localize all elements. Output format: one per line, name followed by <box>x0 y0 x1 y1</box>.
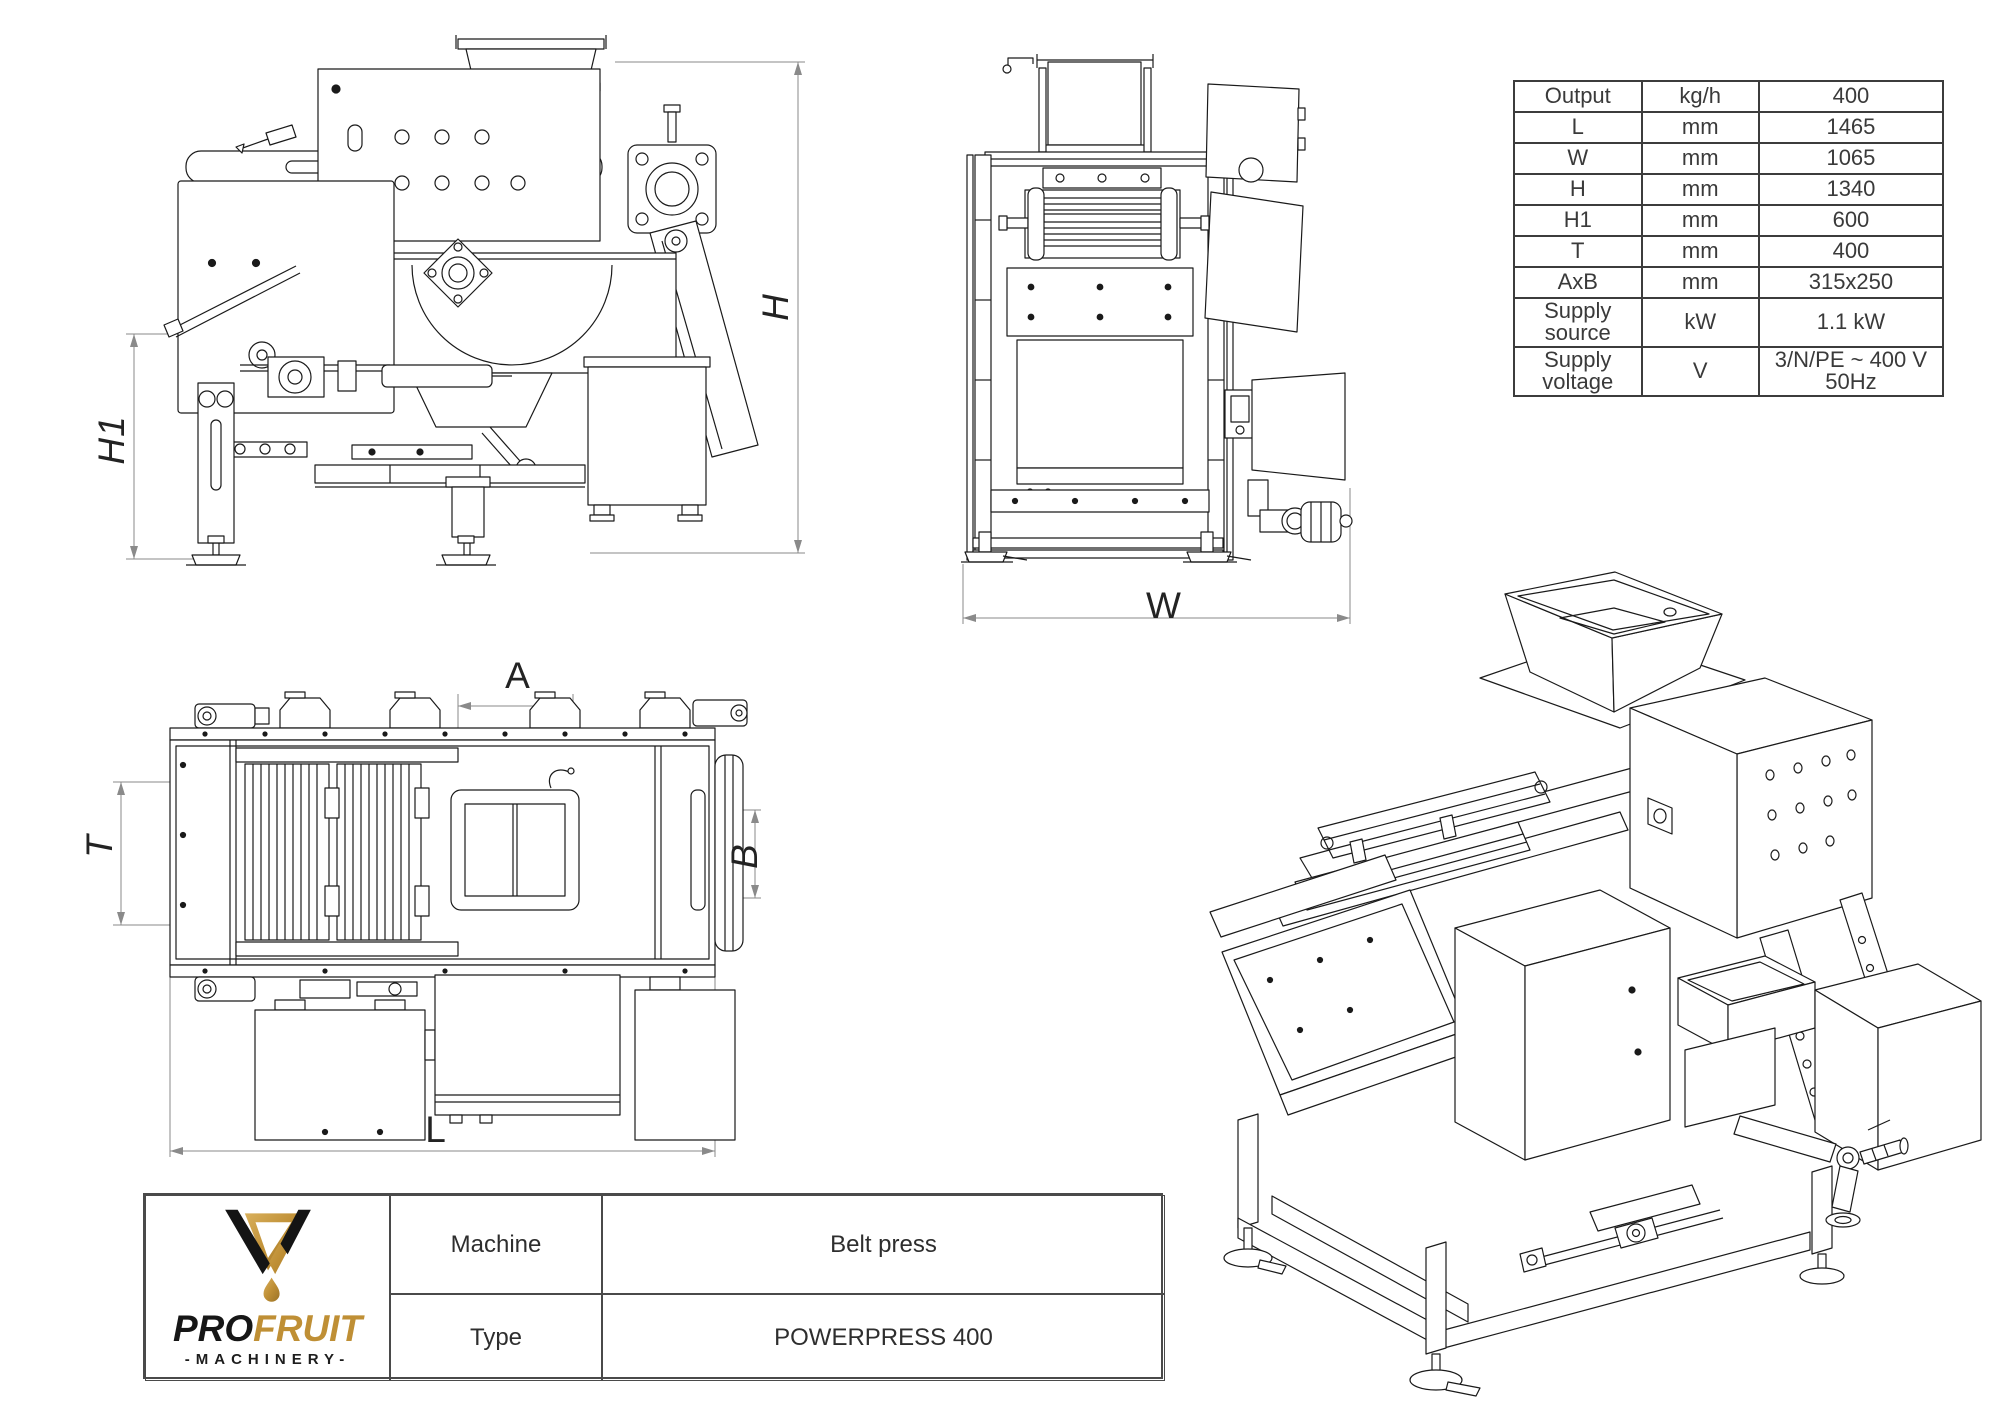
spec-param: Supply voltage <box>1513 345 1643 397</box>
dim-label-l: L <box>425 1109 447 1150</box>
spec-value: 1.1 kW <box>1757 297 1945 348</box>
type-value: POWERPRESS 400 <box>602 1294 1165 1381</box>
brand-machinery: -MACHINERY- <box>184 1351 351 1368</box>
dim-label-h1: H1 <box>91 415 132 465</box>
spec-param: Supply source <box>1513 297 1643 348</box>
spec-param: Output <box>1513 80 1643 113</box>
spec-unit: kg/h <box>1640 80 1760 113</box>
profruit-logo-icon <box>224 1209 311 1302</box>
dim-label-a: A <box>505 655 531 696</box>
spec-unit: V <box>1640 345 1760 397</box>
spec-param: H <box>1513 173 1643 206</box>
spec-unit: mm <box>1640 235 1760 268</box>
spec-unit: mm <box>1640 173 1760 206</box>
machine-value: Belt press <box>602 1195 1165 1294</box>
brand-logo: PROFRUIT -MACHINERY- <box>145 1195 390 1381</box>
isometric-view-drawing <box>1209 571 1982 1397</box>
dim-label-b: B <box>724 843 765 869</box>
spec-value: 400 <box>1757 80 1945 113</box>
type-label: Type <box>390 1294 602 1381</box>
top-view-drawing <box>113 691 761 1157</box>
spec-param: W <box>1513 142 1643 175</box>
spec-param: L <box>1513 111 1643 144</box>
spec-value: 1340 <box>1757 173 1945 206</box>
spec-value: 1065 <box>1757 142 1945 175</box>
brand-wordmark: PROFRUIT <box>172 1308 363 1349</box>
title-block: PROFRUIT -MACHINERY- Machine Belt press … <box>143 1193 1165 1381</box>
spec-value: 3/N/PE ~ 400 V 50Hz <box>1757 345 1945 397</box>
spec-unit: mm <box>1640 266 1760 299</box>
dim-label-h: H <box>755 293 796 321</box>
spec-param: T <box>1513 235 1643 268</box>
spec-value: 600 <box>1757 204 1945 237</box>
dim-label-t: T <box>79 834 120 858</box>
dim-label-w: W <box>1146 585 1182 626</box>
front-view-drawing <box>961 54 1353 624</box>
spec-unit: mm <box>1640 204 1760 237</box>
machine-label: Machine <box>390 1195 602 1294</box>
spec-unit: kW <box>1640 297 1760 348</box>
spec-unit: mm <box>1640 142 1760 175</box>
spec-unit: mm <box>1640 111 1760 144</box>
side-view-drawing <box>126 35 805 566</box>
spec-param: H1 <box>1513 204 1643 237</box>
spec-value: 400 <box>1757 235 1945 268</box>
spec-param: AxB <box>1513 266 1643 299</box>
spec-value: 1465 <box>1757 111 1945 144</box>
spec-value: 315x250 <box>1757 266 1945 299</box>
